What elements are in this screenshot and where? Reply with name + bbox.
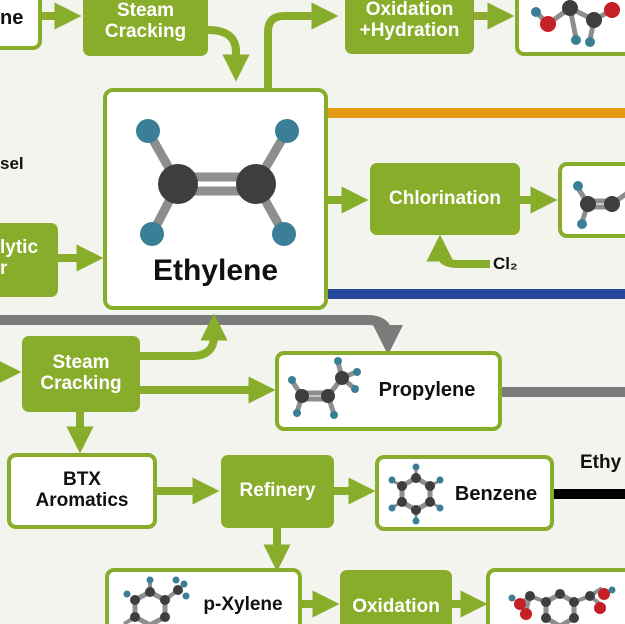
btx-aromatics-box — [7, 453, 157, 529]
p-xylene-box — [105, 568, 302, 624]
gray-feed-line — [0, 315, 403, 355]
top-left-fragment-label: ne — [0, 7, 24, 29]
oxidation-box — [340, 570, 452, 624]
catalytic-fragment-label: lytic r — [0, 237, 39, 279]
steam-cracking-top-box — [83, 0, 208, 56]
vinyl-chloride-molecule-icon — [573, 181, 625, 229]
arrow-steam-mid-to-ethylene — [140, 313, 228, 360]
steam-cracking-mid-box — [22, 336, 140, 412]
diesel-fragment-label: sel — [0, 153, 24, 173]
top-left-box — [0, 0, 42, 50]
refinery-label: Refinery — [239, 480, 316, 502]
terephthalic-acid-molecule-icon — [508, 586, 616, 624]
chlorination-label: Chlorination — [389, 187, 501, 209]
p-xylene-label: p-Xylene — [203, 593, 283, 615]
benzene-label: Benzene — [454, 483, 538, 505]
p-xylene-molecule-icon — [122, 576, 190, 624]
ethylene-label: Ethylene — [152, 253, 279, 287]
ethyl-fragment-label: Ethy — [580, 451, 622, 473]
oxidation-hydration-label: Oxidation +Hydration — [359, 0, 460, 41]
catalytic-box — [0, 223, 58, 297]
arrow-cl2-to-chlorination — [426, 234, 490, 268]
arrow-steam-top-to-ethylene — [207, 26, 250, 82]
refinery-box — [221, 455, 334, 528]
btx-aromatics-label: BTX Aromatics — [35, 469, 129, 511]
oxidation-label: Oxidation — [352, 595, 440, 617]
cl2-label: Cl₂ — [493, 253, 518, 273]
chlorination-box — [370, 163, 520, 235]
steam-cracking-top-label: Steam Cracking — [104, 0, 187, 42]
benzene-molecule-icon — [388, 463, 444, 525]
propylene-label: Propylene — [378, 379, 476, 401]
ethylene-glycol-molecule-icon — [531, 0, 620, 47]
steam-cracking-mid-label: Steam Cracking — [40, 352, 122, 394]
ethylene-molecule-icon — [136, 119, 299, 246]
arrow-ethylene-to-oxidation — [264, 2, 339, 90]
propylene-molecule-icon — [288, 357, 361, 419]
oxidation-hydration-box — [345, 0, 474, 54]
